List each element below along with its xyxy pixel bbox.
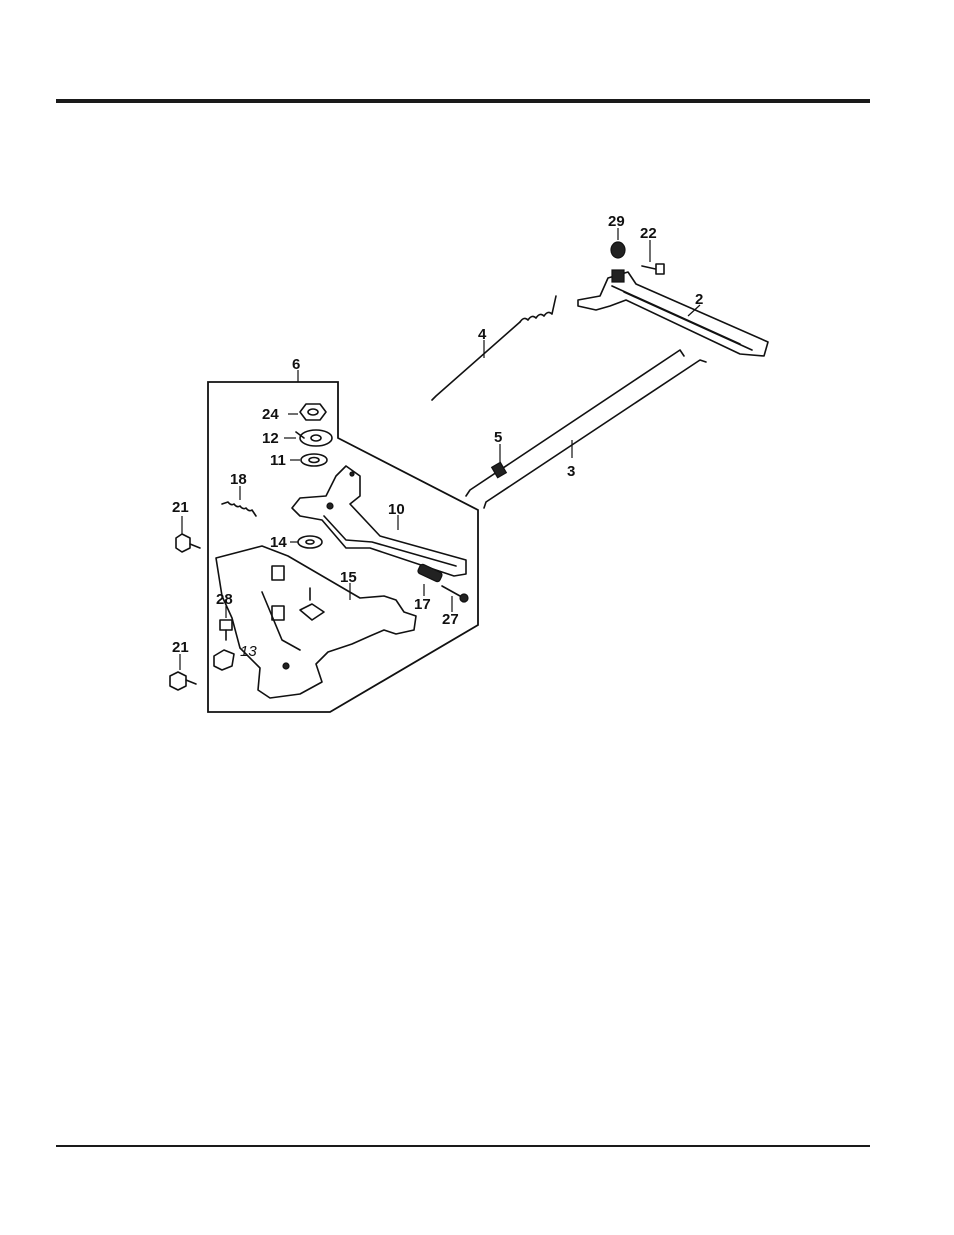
callout-6: 6 <box>292 356 300 373</box>
callout-12: 12 <box>262 430 279 447</box>
part-21-bolt-upper <box>176 534 200 552</box>
part-21-bolt-lower <box>170 672 196 690</box>
part-18-spring <box>222 502 256 516</box>
part-4-governor-spring <box>432 296 556 400</box>
assembly-6-frame <box>208 382 478 712</box>
part-15-control-base <box>216 546 416 698</box>
callout-3: 3 <box>567 463 575 480</box>
callout-24: 24 <box>262 406 279 423</box>
callout-2: 2 <box>695 291 703 308</box>
callout-29: 29 <box>608 213 625 230</box>
callout-28: 28 <box>216 591 233 608</box>
callout-21-upper: 21 <box>172 499 189 516</box>
part-29-nut <box>611 242 625 258</box>
part-2-governor-arm <box>578 270 768 356</box>
callout-5: 5 <box>494 429 502 446</box>
part-10-control-lever <box>292 466 466 576</box>
part-11-washer <box>301 454 327 466</box>
callout-27: 27 <box>442 611 459 628</box>
part-27-bolt <box>442 586 468 602</box>
part-22-bolt <box>642 264 664 274</box>
callout-17: 17 <box>414 596 431 613</box>
part-13-clip <box>214 650 234 670</box>
part-24-flange-nut <box>300 404 326 420</box>
callout-13: 13 <box>240 643 257 660</box>
callout-11: 11 <box>270 452 286 469</box>
callout-10: 10 <box>388 501 405 518</box>
callout-15: 15 <box>340 569 357 586</box>
callout-21-lower: 21 <box>172 639 189 656</box>
part-5-rod-spring <box>492 462 507 477</box>
callout-14: 14 <box>270 534 287 551</box>
part-28-bolt <box>220 620 232 640</box>
part-12-washer-plate <box>296 430 332 446</box>
callout-4: 4 <box>478 326 487 343</box>
callout-18: 18 <box>230 471 247 488</box>
callout-22: 22 <box>640 225 657 242</box>
part-14-washer <box>298 536 322 548</box>
